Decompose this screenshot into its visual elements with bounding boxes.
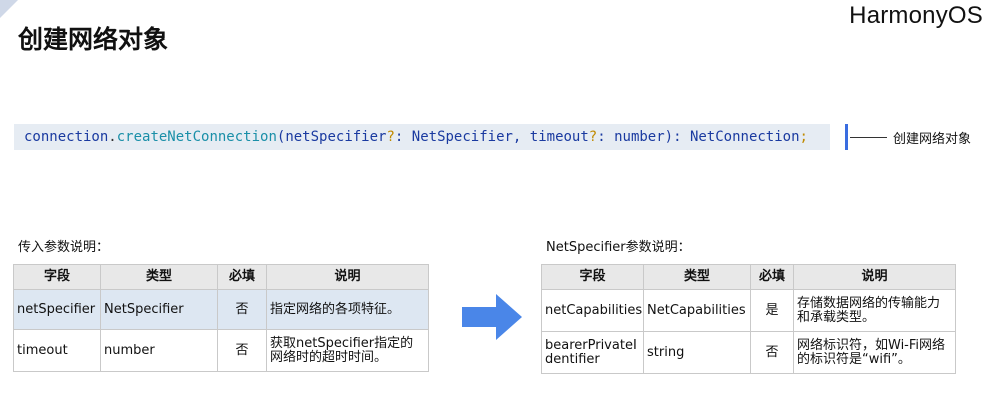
table-row: netCapabilities NetCapabilities 是 存储数据网络… bbox=[541, 289, 956, 332]
table-cell: NetSpecifier bbox=[100, 289, 218, 330]
column-header: 类型 bbox=[643, 264, 751, 290]
page-title: 创建网络对象 bbox=[18, 25, 169, 54]
left-table-label: 传入参数说明： bbox=[18, 240, 110, 255]
table-cell: NetCapabilities bbox=[643, 289, 751, 332]
input-params-table: 字段 类型 必填 说明 netSpecifier NetSpecifier 否 … bbox=[13, 264, 429, 372]
netspecifier-params-table: 字段 类型 必填 说明 netCapabilities NetCapabilit… bbox=[541, 264, 956, 374]
column-header: 必填 bbox=[217, 264, 267, 290]
code-semicolon: ; bbox=[799, 129, 808, 145]
table-cell: netSpecifier bbox=[13, 289, 101, 330]
callout-label: 创建网络对象 bbox=[893, 132, 972, 147]
table-row: netSpecifier NetSpecifier 否 指定网络的各项特征。 bbox=[13, 289, 429, 330]
table-cell: 否 bbox=[217, 289, 267, 330]
right-arrow-icon bbox=[462, 294, 522, 340]
callout-marker bbox=[845, 124, 848, 150]
table-cell: 网络标识符，如Wi-Fi网络的标识符是“wifi”。 bbox=[793, 331, 956, 374]
callout-line bbox=[850, 137, 887, 138]
table-cell: 指定网络的各项特征。 bbox=[266, 289, 429, 330]
code-optional-mark: ? bbox=[588, 129, 598, 145]
code-block-background bbox=[14, 124, 830, 150]
table-cell: string bbox=[643, 331, 751, 374]
column-header: 说明 bbox=[266, 264, 429, 290]
table-cell: 是 bbox=[750, 289, 794, 332]
table-row: timeout number 否 获取netSpecifier指定的网络时的超时… bbox=[13, 329, 429, 372]
table-cell: 获取netSpecifier指定的网络时的超时时间。 bbox=[266, 329, 429, 372]
code-open-paren: ( bbox=[276, 129, 286, 145]
table-header-row: 字段 类型 必填 说明 bbox=[541, 264, 956, 290]
code-dot: . bbox=[108, 129, 117, 145]
column-header: 字段 bbox=[13, 264, 101, 290]
table-cell: number bbox=[100, 329, 218, 372]
brand-logo: HarmonyOS bbox=[849, 2, 983, 29]
code-type-netspecifier: : NetSpecifier, bbox=[394, 129, 530, 145]
code-function-name: createNetConnection bbox=[116, 129, 277, 145]
right-table-label: NetSpecifier参数说明： bbox=[546, 240, 691, 255]
column-header: 说明 bbox=[793, 264, 956, 290]
table-cell: timeout bbox=[13, 329, 101, 372]
table-cell: 否 bbox=[750, 331, 794, 374]
code-param-netspecifier: netSpecifier bbox=[285, 129, 387, 145]
code-optional-mark: ? bbox=[386, 129, 395, 145]
code-signature: connection.createNetConnection(netSpecif… bbox=[24, 128, 808, 146]
table-cell: 存储数据网络的传输能力和承载类型。 bbox=[793, 289, 956, 332]
table-row: bearerPrivateIdentifier string 否 网络标识符，如… bbox=[541, 331, 956, 374]
code-param-timeout: timeout bbox=[529, 129, 589, 145]
code-object: connection bbox=[24, 129, 109, 145]
code-return-type: : number): NetConnection bbox=[597, 129, 800, 145]
table-header-row: 字段 类型 必填 说明 bbox=[13, 264, 429, 290]
table-cell: 否 bbox=[217, 329, 267, 372]
table-cell: bearerPrivateIdentifier bbox=[541, 331, 644, 374]
column-header: 类型 bbox=[100, 264, 218, 290]
column-header: 必填 bbox=[750, 264, 794, 290]
table-cell: netCapabilities bbox=[541, 289, 644, 332]
corner-decoration bbox=[0, 0, 18, 18]
column-header: 字段 bbox=[541, 264, 644, 290]
